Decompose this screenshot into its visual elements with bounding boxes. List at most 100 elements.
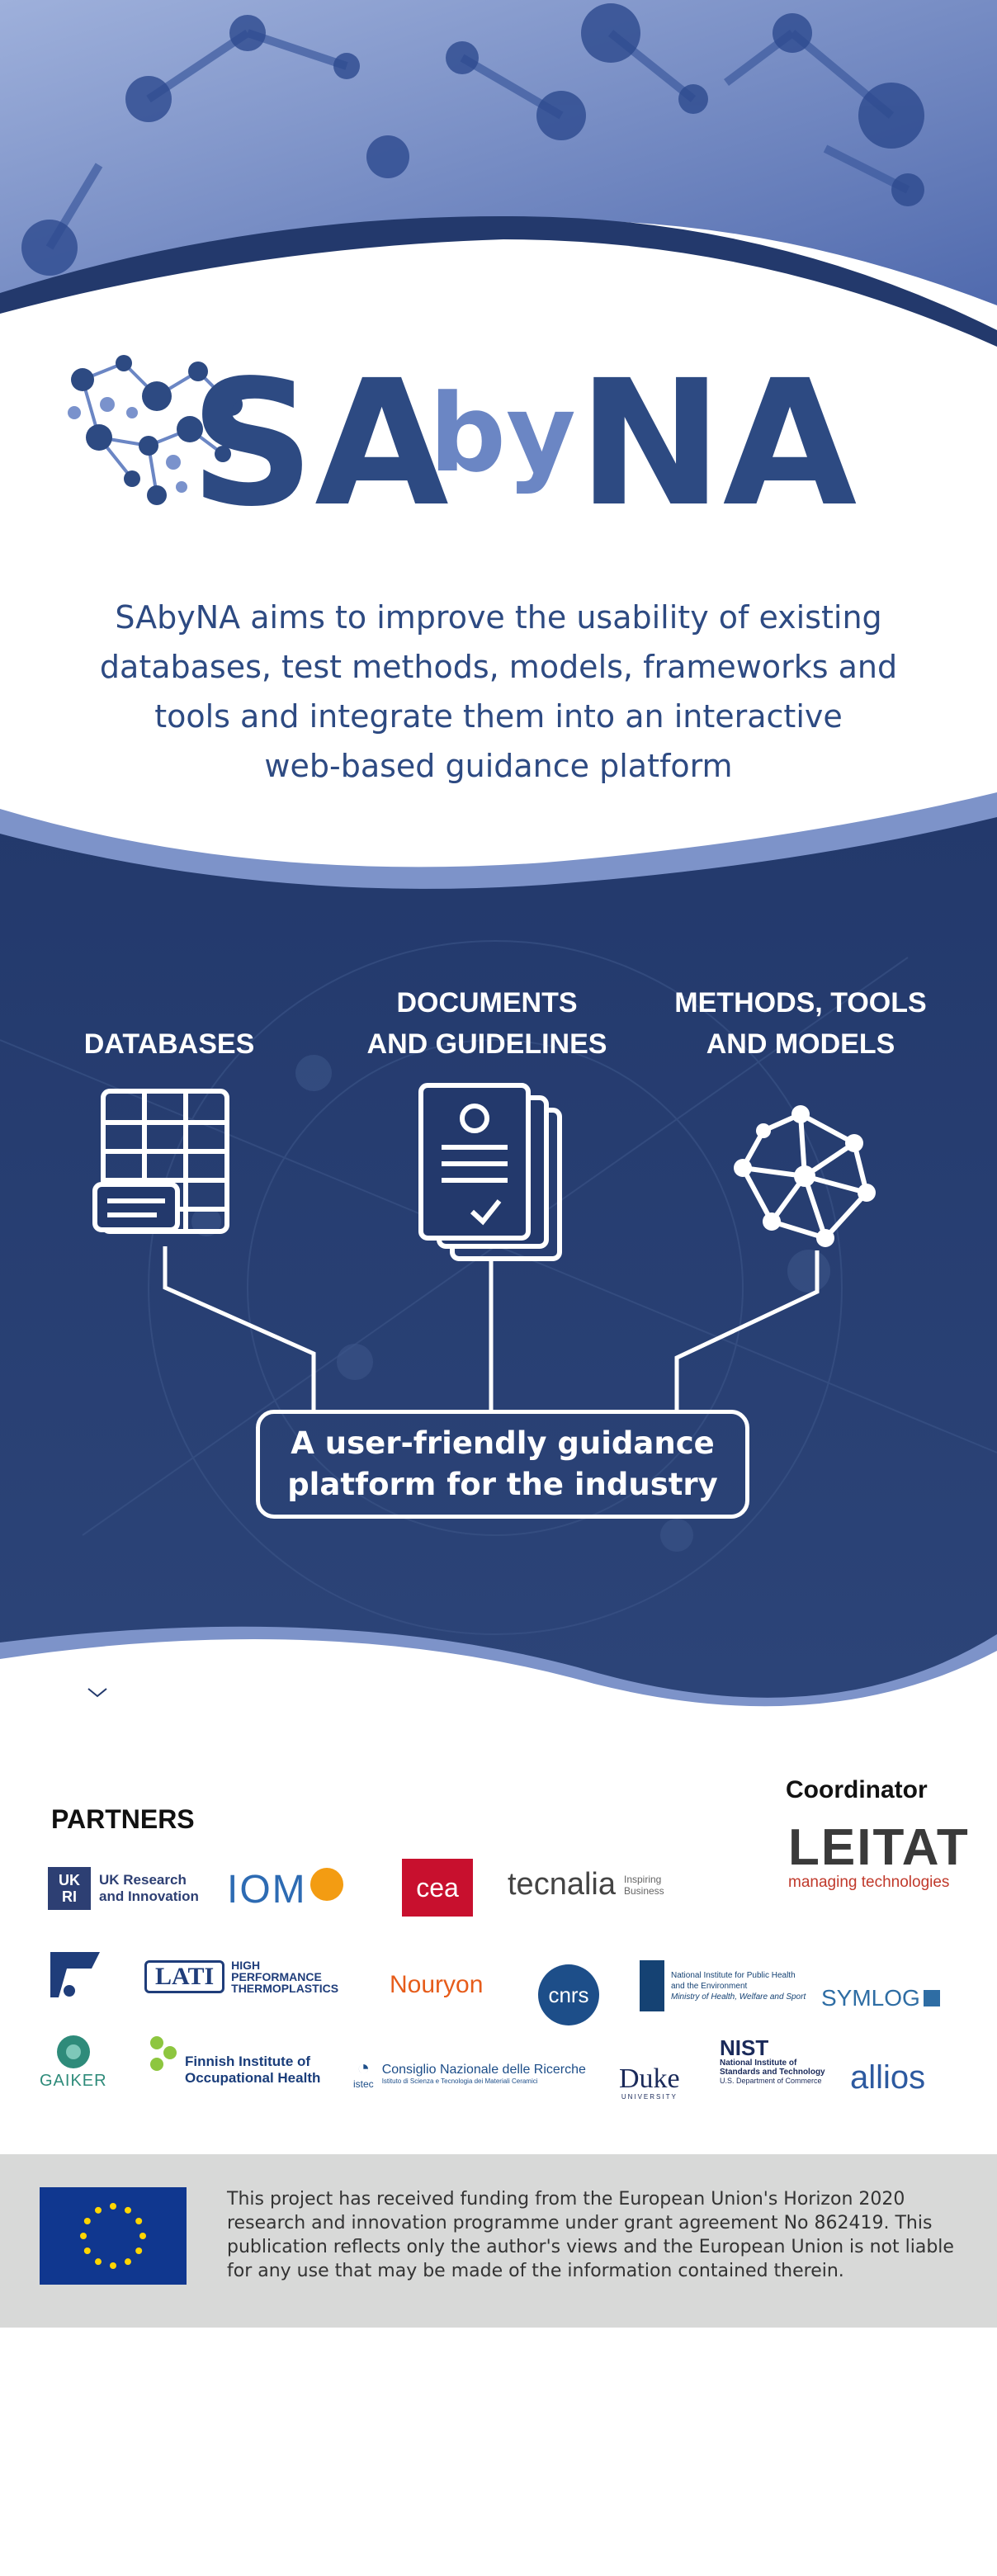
spreadsheet-icon [92, 1089, 229, 1234]
cnrs-logo: cnrs [538, 1964, 599, 2025]
finnish-emblem-icon [150, 2036, 177, 2071]
nist-name: NIST [720, 2035, 769, 2060]
nouryon-name: Nouryon [390, 1971, 484, 1998]
eu-flag-icon [40, 2187, 187, 2285]
wordmark-sa: SA [190, 347, 449, 536]
duke-name: Duke [619, 2063, 680, 2094]
tecnalia-name: tecnalia [508, 1867, 616, 1902]
gaiker-name: GAIKER [40, 2072, 107, 2090]
category-label: METHODS, TOOLS [674, 987, 927, 1019]
wordmark-na: NA [578, 347, 857, 536]
eu-star-icon [125, 2258, 131, 2266]
category-label: AND MODELS [706, 1028, 895, 1060]
rivm-line: National Institute for Public Health [671, 1970, 796, 1980]
nist-logo: NIST National Institute of Standards and… [720, 2037, 825, 2085]
aim-line: web-based guidance platform [264, 748, 733, 784]
rivm-line: and the Environment [671, 1981, 748, 1991]
rivm-flag [640, 1960, 664, 2011]
tecnalia-logo: tecnalia Inspiring Business [508, 1867, 664, 1902]
symlog-square-icon [923, 1990, 940, 2006]
category-label: DATABASES [83, 1028, 255, 1060]
duke-logo: Duke UNIVERSITY [619, 2065, 680, 2101]
aim-statement: SAbyNA aims to improve the usability of … [50, 593, 947, 791]
cnrs-name: cnrs [548, 1982, 589, 2007]
iom-name: IOM [227, 1868, 307, 1912]
symlog-name: SYMLOG [821, 1985, 920, 2011]
lati-logo: LATI HIGH PERFORMANCE THERMOPLASTICS [144, 1959, 338, 1994]
symlog-logo: SYMLOG [821, 1985, 940, 2011]
contact-twitter[interactable]: @SAbyNA2020 [86, 1711, 289, 1744]
cnr-name: Consiglio Nazionale delle Ricerche [381, 2062, 586, 2077]
nouryon-logo: Nouryon [390, 1971, 483, 1999]
ukri-text: UK Research and Innovation [99, 1872, 199, 1905]
funding-statement: This project has received funding from t… [227, 2187, 970, 2283]
finnish-text: Finnish Institute of Occupational Health [185, 2054, 320, 2087]
eu-star-icon [135, 2248, 143, 2254]
leitat-logo: LEITAT managing technologies [788, 1822, 970, 1892]
aim-line: SAbyNA aims to improve the usability of … [115, 599, 882, 636]
tagline-line: platform for the industry [287, 1467, 718, 1502]
lati-name: LATI [144, 1960, 225, 1993]
gaiker-emblem-icon [56, 2035, 90, 2068]
eu-star-icon [80, 2233, 87, 2239]
cea-logo: cea [402, 1859, 473, 1917]
funding-line: for any use that may be made of the info… [227, 2261, 844, 2281]
documents-checklist-icon [418, 1083, 562, 1261]
eu-star-icon [95, 2206, 102, 2214]
lati-sub-line: PERFORMANCE [231, 1970, 322, 1983]
eu-star-icon [139, 2233, 146, 2239]
nist-sub-line: National Institute of [720, 2058, 797, 2068]
tecnalia-sub-line: Inspiring [623, 1873, 662, 1885]
coordinator-label: Coordinator [786, 1776, 928, 1803]
cnr-istec-logo: ◔ istec Consiglio Nazionale delle Ricerc… [353, 2057, 586, 2090]
funding-line: publication reflects only the author's v… [227, 2237, 954, 2257]
category-label: DOCUMENTS [396, 987, 578, 1019]
cnr-mark: ◔ istec [353, 2057, 374, 2090]
contact-text: info@sabyna.eu [127, 1682, 300, 1707]
header-molecule-background [0, 0, 997, 347]
finnish-institute-logo: Finnish Institute of Occupational Health [147, 2032, 320, 2087]
allios-name: allios [850, 2059, 926, 2096]
contact-website[interactable]: www.sabyna.eu [86, 1645, 295, 1678]
aim-line: tools and integrate them into an interac… [154, 698, 843, 735]
eu-star-icon [110, 2203, 116, 2210]
category-databases: DATABASES [50, 1023, 289, 1065]
ukri-logo: UK RI UK Research and Innovation [48, 1867, 199, 1910]
cnr-sub: Istituto di Scienza e Tecnologia dei Mat… [381, 2077, 538, 2085]
eu-star-icon [83, 2218, 91, 2224]
platform-tagline-box: A user-friendly guidance platform for th… [256, 1410, 749, 1519]
nist-sub-line: Standards and Technology [720, 2068, 825, 2077]
contact-text: @SAbyNA2020 [127, 1715, 290, 1740]
cea-name: cea [416, 1872, 459, 1902]
finnish-line: Finnish Institute of [185, 2054, 311, 2069]
nist-sub-line: U.S. Department of Commerce [720, 2077, 822, 2085]
lati-sub-line: THERMOPLASTICS [231, 1982, 339, 1995]
rivm-line: Ministry of Health, Welfare and Sport [671, 1992, 806, 2002]
ukri-line: UK Research [99, 1872, 187, 1888]
leitat-sub: managing technologies [788, 1874, 950, 1891]
contact-email[interactable]: info@sabyna.eu [86, 1678, 300, 1711]
category-label: AND GUIDELINES [366, 1028, 607, 1060]
eu-star-icon [83, 2248, 91, 2254]
eu-star-icon [110, 2262, 116, 2269]
contact-text: www.sabyna.eu [127, 1649, 296, 1674]
finnish-line: Occupational Health [185, 2070, 321, 2086]
rivm-text: National Institute for Public Health and… [671, 1970, 806, 2002]
partners-heading: PARTNERS [51, 1804, 195, 1834]
eu-star-icon [125, 2206, 131, 2214]
gaiker-logo: GAIKER [40, 2032, 107, 2091]
aim-line: databases, test methods, models, framewo… [99, 649, 898, 685]
allios-logo: allios [850, 2059, 925, 2096]
eu-star-icon [95, 2258, 102, 2266]
category-documents: DOCUMENTS AND GUIDELINES [347, 982, 627, 1065]
lati-sub-line: HIGH [231, 1959, 261, 1972]
cnr-mark-text: istec [353, 2078, 374, 2090]
category-icons-and-connectors [92, 1083, 876, 1411]
rivm-logo: National Institute for Public Health and… [640, 1960, 806, 2011]
tecnalia-sub-line: Business [623, 1884, 664, 1897]
iom-sun-icon [309, 1867, 343, 1901]
iom-logo: IOM [227, 1867, 345, 1912]
leitat-name: LEITAT [788, 1819, 970, 1876]
ukri-line: and Innovation [99, 1888, 199, 1904]
